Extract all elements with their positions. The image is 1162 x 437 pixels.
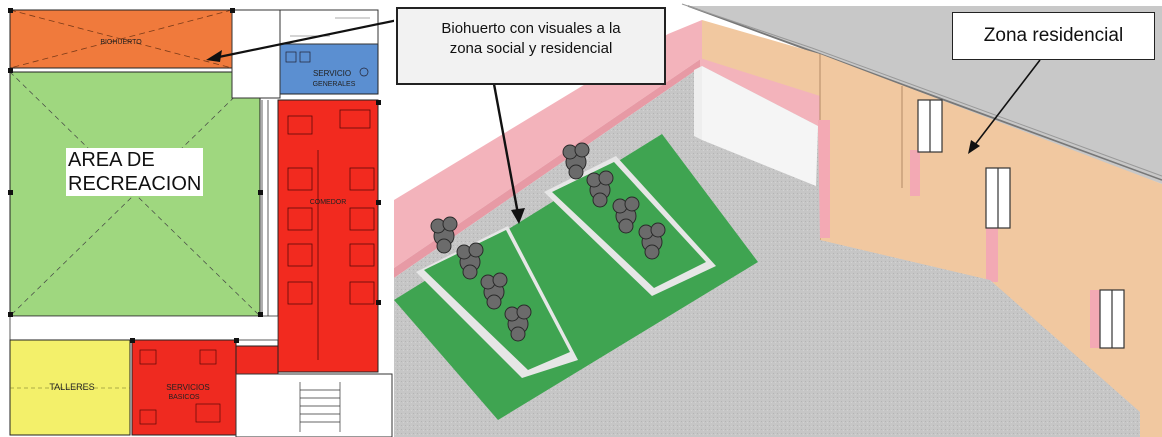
label-servicios-basicos-1: SERVICIOS	[166, 383, 209, 392]
label-area-recreacion: AREA DE RECREACION	[66, 148, 204, 196]
zone-servicios-basicos	[131, 339, 237, 436]
stair-icon	[299, 382, 341, 432]
garden-area	[394, 134, 758, 420]
label-talleres: TALLERES	[49, 382, 94, 392]
callout-residencial-text: Zona residencial	[983, 25, 1124, 46]
arrow-to-residential	[973, 59, 1041, 147]
label-area-recreacion-line1: AREA DE	[68, 149, 155, 171]
zone-comedor	[277, 99, 379, 373]
callout-biohuerto: Biohuerto con visuales a la zona social …	[396, 7, 666, 85]
label-comedor: COMEDOR	[310, 199, 347, 206]
comedor-furniture	[287, 109, 375, 360]
callout-biohuerto-line2: zona social y residencial	[449, 40, 613, 57]
label-servicios-basicos-2: BASICOS	[168, 394, 199, 401]
label-area-recreacion-line2: RECREACION	[68, 173, 202, 195]
callout-biohuerto-line1: Biohuerto con visuales a la	[441, 20, 621, 37]
label-servicio-generales-1: SERVICIO	[313, 69, 351, 78]
arrow-to-garden	[492, 83, 520, 215]
floor-plan: BIOHUERTO SERVICIO GENERALES COMEDOR TAL…	[0, 0, 399, 437]
window-icon	[917, 99, 1125, 349]
label-servicio-generales-2: GENERALES	[313, 81, 356, 88]
label-biohuerto: BIOHUERTO	[100, 39, 142, 46]
arrow-to-biohuerto	[213, 18, 399, 60]
zone-talleres	[9, 339, 131, 436]
callout-residencial: Zona residencial	[952, 12, 1155, 60]
plant-icons	[430, 142, 666, 342]
